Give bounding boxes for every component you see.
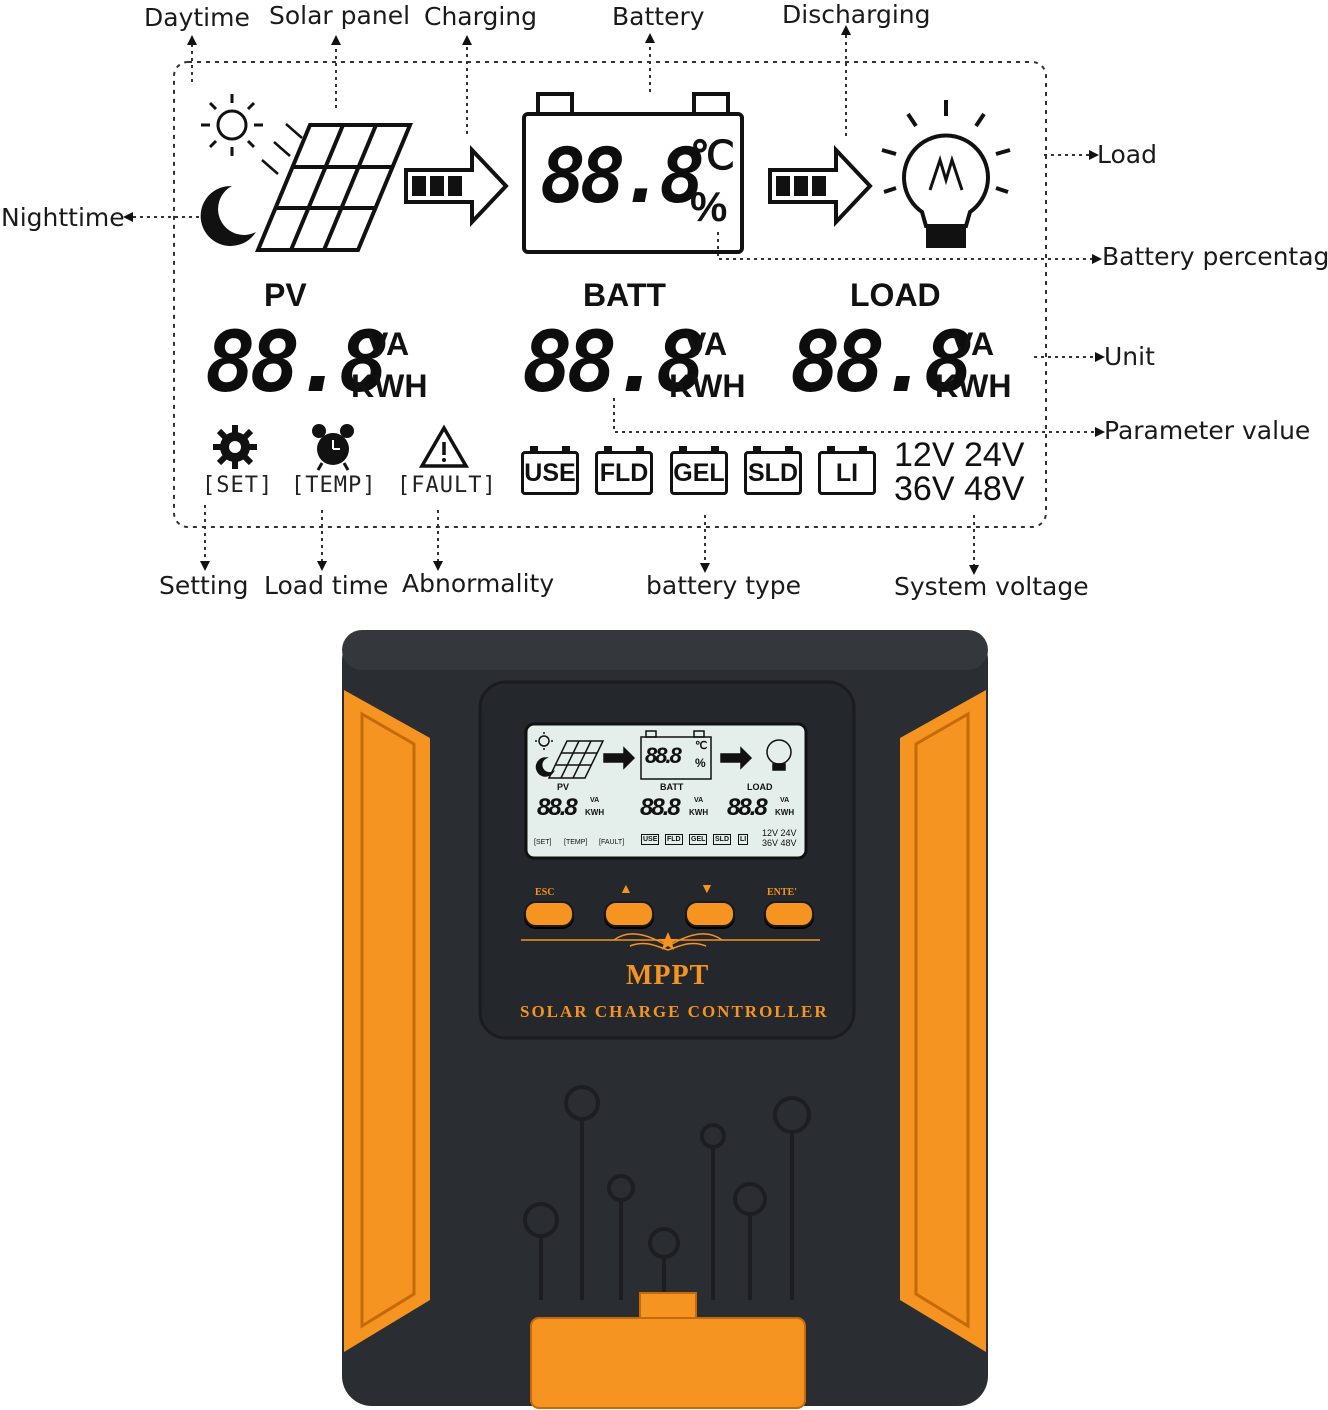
gear-icon bbox=[213, 425, 257, 469]
load-heading: LOAD bbox=[850, 277, 941, 313]
fault-indicator: [FAULT] bbox=[397, 473, 497, 498]
mini-load-heading: LOAD bbox=[747, 782, 773, 792]
battery-type-use: USE bbox=[521, 446, 579, 495]
mini-load-va: VA bbox=[780, 797, 790, 804]
battery-icon bbox=[522, 92, 744, 254]
solar-panel-icon bbox=[255, 123, 413, 252]
down-button-label: ▼ bbox=[700, 882, 714, 897]
charging-label: Charging bbox=[424, 2, 537, 31]
enter-button[interactable] bbox=[764, 901, 814, 927]
system-voltage-label: System voltage bbox=[894, 572, 1089, 601]
discharging-arrow-icon bbox=[768, 144, 873, 228]
mini-lcd-graphics bbox=[535, 730, 792, 780]
discharging-label: Discharging bbox=[782, 0, 931, 29]
abnormality-label: Abnormality bbox=[402, 569, 555, 598]
ornament bbox=[613, 933, 723, 951]
mini-set: [SET] bbox=[534, 839, 552, 846]
parameter-value-leader bbox=[613, 398, 1105, 437]
battery-percentage-leader bbox=[717, 232, 1102, 264]
load-time-label: Load time bbox=[264, 571, 389, 600]
esc-button-label: ESC bbox=[535, 887, 555, 898]
mini-batt-kwh: KWH bbox=[689, 808, 709, 817]
mini-gel: GEL bbox=[689, 834, 708, 845]
load-value-display: 88.8 bbox=[790, 313, 974, 411]
esc-button[interactable] bbox=[524, 901, 574, 927]
load-label: Load bbox=[1097, 140, 1157, 169]
load-unit-kwh: KWH bbox=[935, 368, 1012, 404]
battery-type-gel: GEL bbox=[670, 446, 728, 495]
pv-unit-va: VA bbox=[367, 326, 410, 362]
mini-volt-row-2: 36V 48V bbox=[762, 838, 797, 848]
up-button-label: ▲ bbox=[619, 882, 633, 897]
load-unit-va: VA bbox=[952, 326, 995, 362]
voltage-row-1: 12V 24V bbox=[894, 436, 1025, 474]
battery-percentage-label: Battery percentage bbox=[1102, 242, 1328, 271]
batt-unit-va: VA bbox=[685, 326, 728, 362]
enter-button-label: ENTE' bbox=[767, 887, 798, 898]
mini-volt-row-1: 12V 24V bbox=[762, 828, 797, 838]
mini-batt-value: 88.8 bbox=[640, 794, 681, 821]
mini-batt-va: VA bbox=[694, 797, 704, 804]
mini-use: USE bbox=[641, 834, 660, 845]
battery-label: Battery bbox=[612, 2, 705, 31]
mini-temp: [TEMP] bbox=[564, 839, 588, 846]
mini-pv-heading: PV bbox=[557, 782, 570, 792]
celsius-symbol: ℃ bbox=[690, 134, 735, 178]
light-bulb-icon bbox=[881, 100, 1011, 248]
pv-value-display: 88.8 bbox=[205, 313, 389, 411]
mini-sld: SLD bbox=[713, 834, 731, 845]
battery-type-li: LI bbox=[818, 446, 876, 495]
mini-pv-va: VA bbox=[590, 797, 600, 804]
mini-fld: FLD bbox=[665, 834, 683, 845]
mini-pv-value: 88.8 bbox=[537, 794, 578, 821]
daytime-label: Daytime bbox=[144, 3, 250, 32]
battery-type-label: battery type bbox=[646, 571, 802, 600]
down-button[interactable] bbox=[685, 901, 735, 927]
charging-arrow-icon bbox=[404, 144, 509, 228]
mini-pv-kwh: KWH bbox=[585, 808, 605, 817]
batt-unit-kwh: KWH bbox=[669, 368, 746, 404]
sunray-arrows-icon bbox=[261, 123, 303, 175]
sun-icon bbox=[201, 94, 263, 156]
pv-heading: PV bbox=[264, 277, 307, 313]
set-indicator: [SET] bbox=[202, 473, 274, 498]
mini-batt-heading: BATT bbox=[660, 782, 684, 792]
mini-percent: % bbox=[695, 756, 706, 770]
mini-fault: [FAULT] bbox=[599, 839, 625, 846]
solar-panel-label: Solar panel bbox=[269, 1, 411, 30]
mini-li: LI bbox=[738, 834, 749, 845]
battery-type-fld: FLD bbox=[595, 446, 653, 495]
voltage-row-2: 36V 48V bbox=[894, 470, 1025, 508]
up-button[interactable] bbox=[604, 901, 654, 927]
battery-type-sld: SLD bbox=[744, 446, 802, 495]
mini-celsius: ℃ bbox=[695, 740, 708, 752]
parameter-value-label: Parameter value bbox=[1104, 416, 1311, 445]
mini-load-kwh: KWH bbox=[775, 808, 795, 817]
lcd-frame bbox=[173, 61, 1047, 528]
percent-symbol: % bbox=[690, 183, 728, 230]
batt-heading: BATT bbox=[583, 277, 666, 313]
alarm-clock-icon bbox=[312, 424, 354, 471]
battery-value-display: 88.8 bbox=[540, 131, 705, 220]
batt-value-display: 88.8 bbox=[522, 313, 706, 411]
temp-indicator: [TEMP] bbox=[291, 473, 377, 498]
nighttime-label: Nighttime bbox=[1, 203, 125, 232]
unit-label: Unit bbox=[1104, 342, 1155, 371]
warning-icon bbox=[418, 424, 470, 468]
moon-icon bbox=[200, 185, 256, 246]
brand-title: MPPT bbox=[626, 960, 710, 991]
mini-battery-value: 88.8 bbox=[645, 743, 682, 768]
setting-label: Setting bbox=[159, 571, 249, 600]
controller-body bbox=[342, 630, 988, 1409]
mini-load-value: 88.8 bbox=[727, 794, 768, 821]
brand-subtitle: SOLAR CHARGE CONTROLLER bbox=[520, 1002, 829, 1021]
pv-unit-kwh: KWH bbox=[351, 368, 428, 404]
